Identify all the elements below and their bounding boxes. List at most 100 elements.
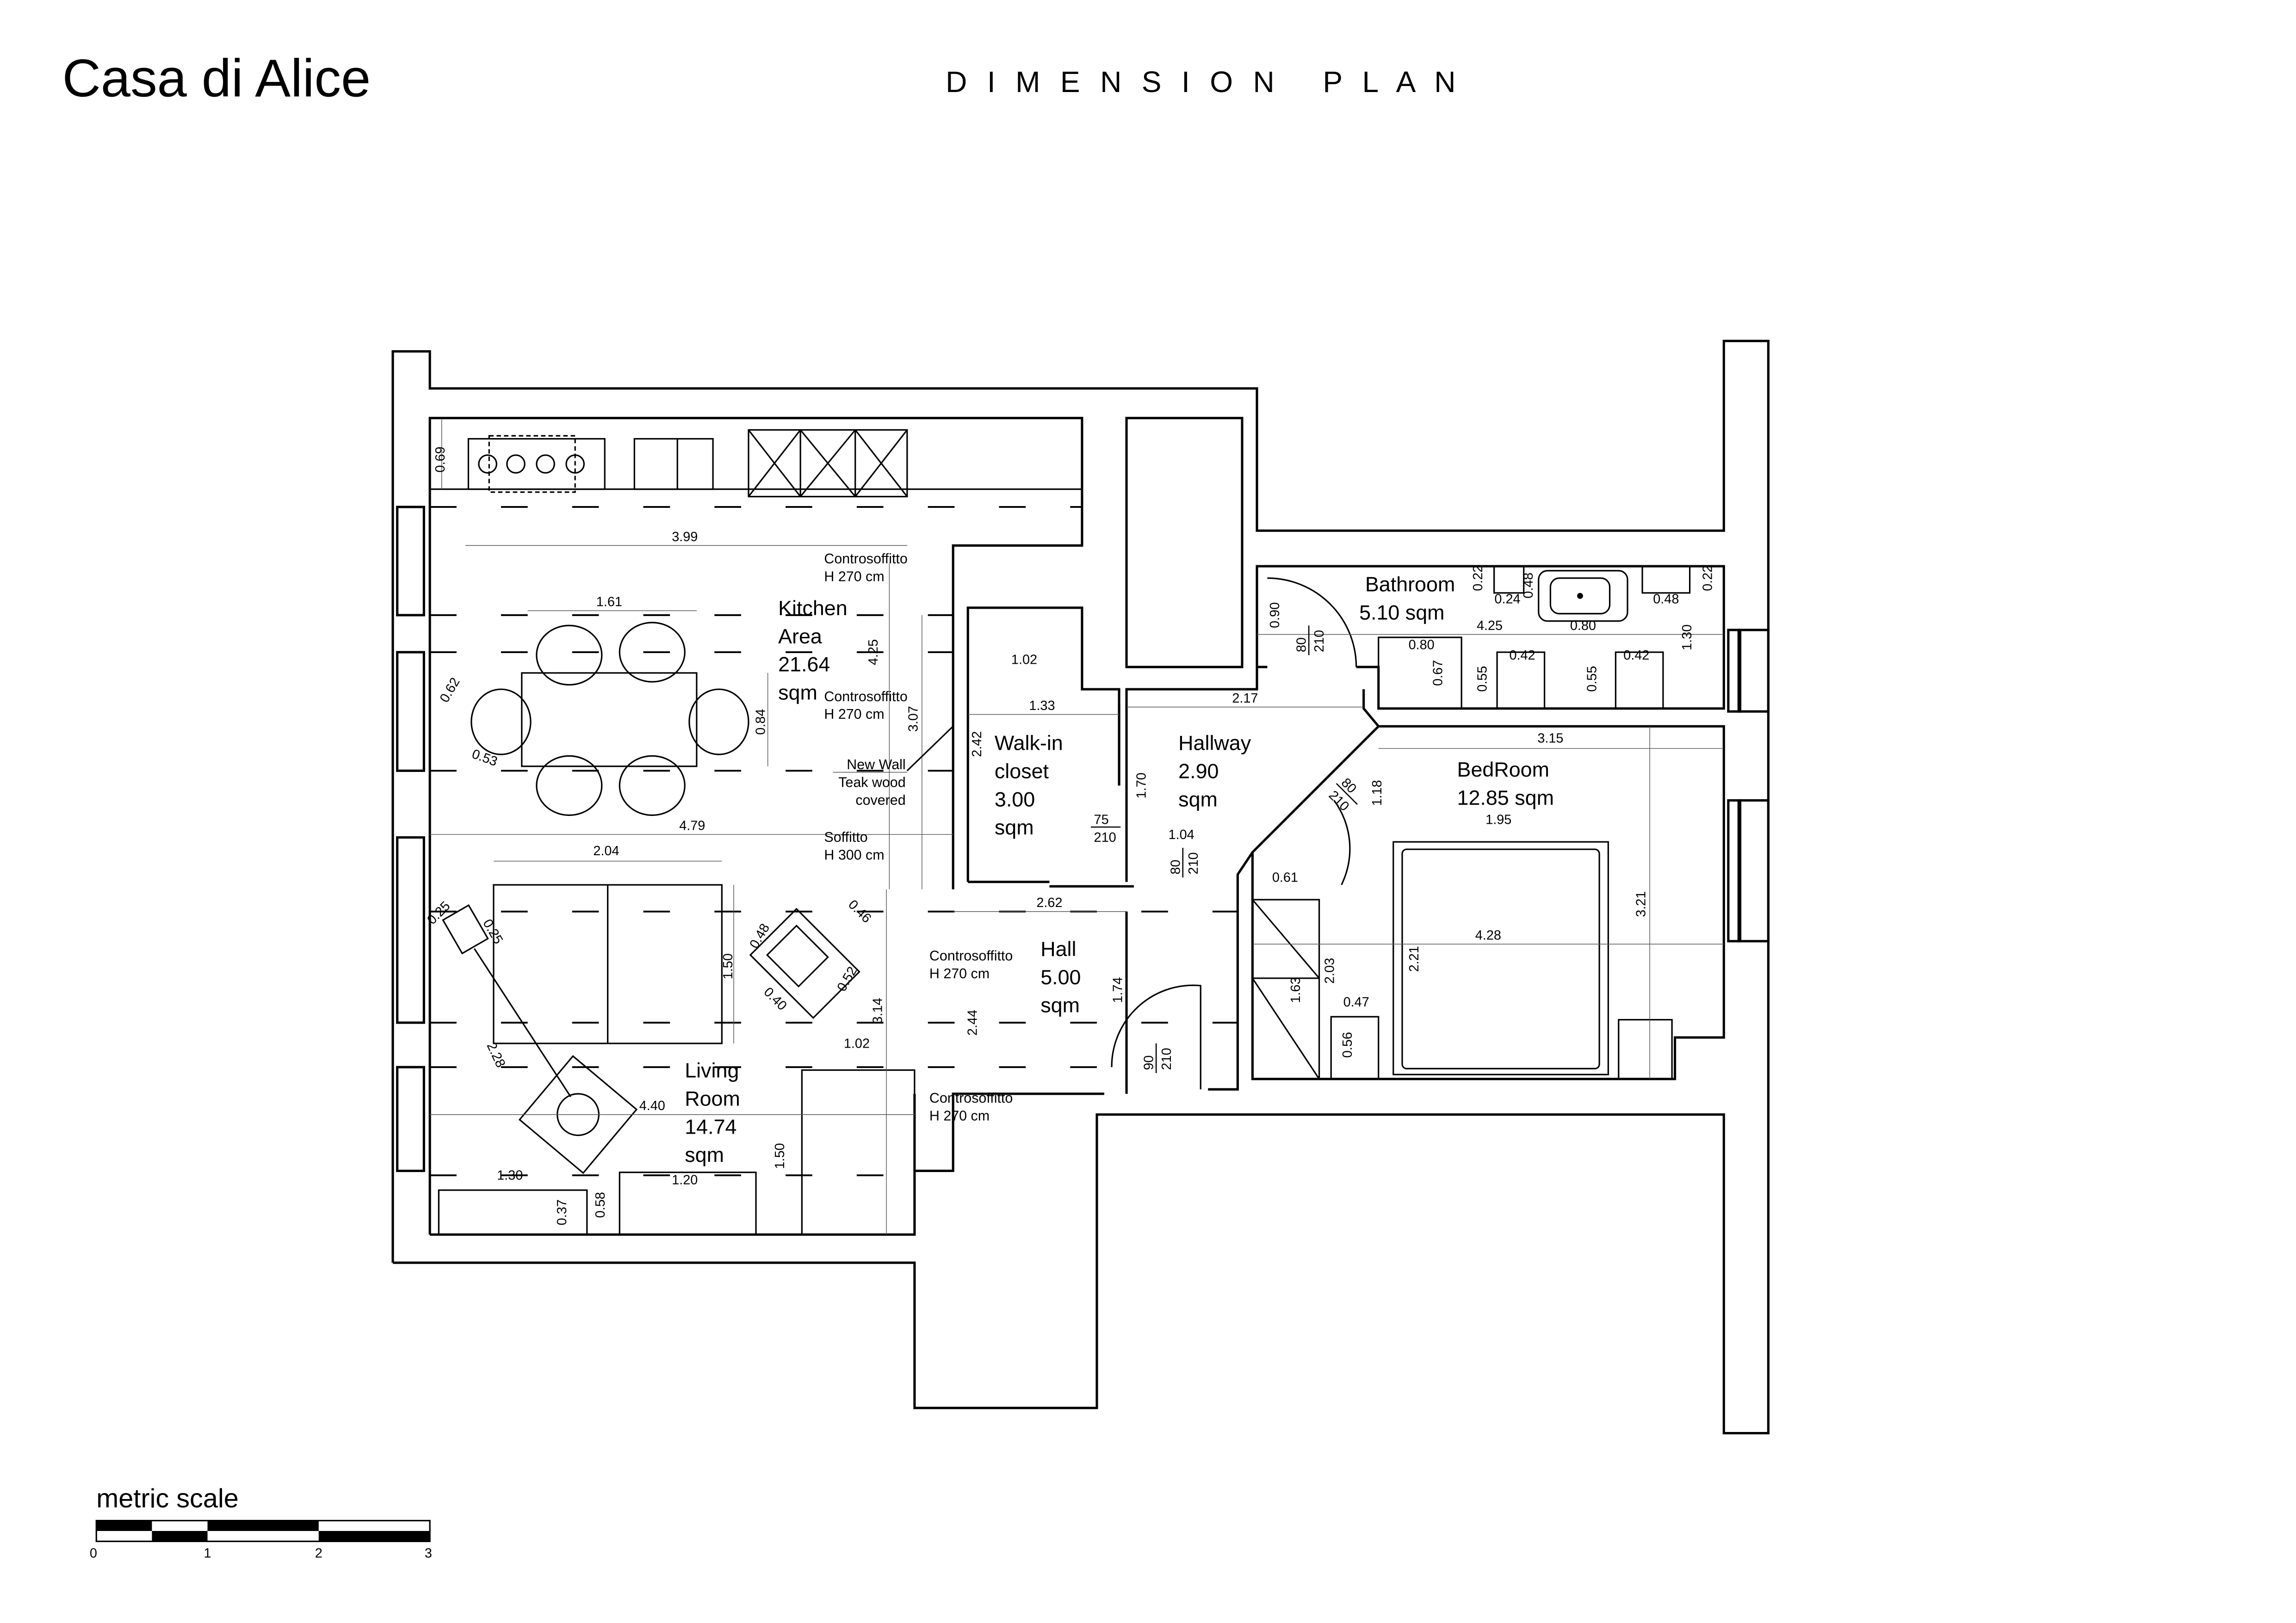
wardrobe [1251, 899, 1320, 1080]
dimension-label: 2.04 [593, 844, 619, 858]
living-furniture [438, 884, 916, 1235]
dimension-label: 1.95 [1485, 813, 1511, 827]
dimension-lines [430, 420, 1724, 1235]
dining-chairs [470, 622, 749, 816]
dimension-label: 0.42 [1509, 648, 1535, 663]
nightstand [1618, 1019, 1673, 1080]
dimension-label: 4.40 [639, 1098, 665, 1113]
dimension-label: 0.80 [1409, 638, 1435, 653]
dimension-label: 2.03 [1323, 958, 1337, 984]
dimension-label: 3.14 [870, 998, 885, 1024]
dimension-label: 1.30 [497, 1168, 523, 1183]
kitchen-furniture [430, 429, 1082, 816]
sideboard [619, 1172, 757, 1235]
dimension-label: 0.22 [1471, 565, 1485, 591]
low-cabinet [438, 1189, 588, 1235]
dimension-label: 0.58 [593, 1192, 608, 1218]
kitchen-cabinets [748, 429, 908, 498]
scale-tick: 1 [204, 1546, 211, 1561]
dimension-label: 1.50 [773, 1143, 787, 1169]
dimension-label: 0.56 [1340, 1032, 1355, 1058]
dimension-label: 3.99 [672, 530, 698, 544]
dimension-label: 4.79 [679, 819, 705, 833]
dimension-label: 0.62 [437, 675, 463, 705]
dimension-label: 0.55 [1475, 666, 1490, 692]
dimension-label: 0.67 [1430, 660, 1445, 686]
door-width: 80 [1294, 637, 1309, 652]
door-height: 210 [1186, 852, 1201, 875]
storage-unit [801, 1069, 916, 1235]
dimension-label: 1.04 [1169, 827, 1194, 842]
ceiling-lines [430, 506, 1238, 1177]
dimension-label: 0.90 [1268, 602, 1282, 628]
dimension-label: 3.21 [1634, 891, 1648, 917]
dimension-label: 4.25 [1477, 618, 1503, 633]
double-bed [1392, 841, 1609, 1075]
dimension-label: 0.55 [1585, 666, 1600, 692]
washbasin [1538, 570, 1628, 622]
dimension-label: 3.15 [1537, 731, 1563, 746]
dimension-label: 0.53 [470, 747, 500, 769]
dimension-label: 1.74 [1110, 977, 1125, 1003]
dimension-label: 0.47 [1343, 995, 1369, 1010]
door-width: 90 [1142, 1055, 1157, 1070]
burner [478, 454, 497, 474]
scale-label: metric scale [96, 1484, 239, 1513]
dimension-label: 1.02 [844, 1037, 870, 1051]
round-side-table [518, 1055, 638, 1174]
door-height: 210 [1312, 630, 1327, 652]
dimension-label: 0.24 [1494, 592, 1520, 606]
dimension-label: 2.28 [484, 1040, 508, 1070]
dimension-label: 1.02 [1011, 653, 1037, 667]
dimension-label: 1.18 [1370, 780, 1385, 806]
dimension-label: 2.42 [970, 731, 984, 757]
bath-cabinet [1378, 636, 1462, 710]
scale-tick: 2 [315, 1546, 322, 1561]
dimension-label: 0.42 [1623, 648, 1649, 663]
drawing-title: Casa di Alice [62, 49, 371, 108]
bath-bed-furniture [1251, 565, 1691, 1080]
dimension-label: 1.63 [1288, 977, 1303, 1003]
scale-tick: 0 [90, 1546, 97, 1561]
dimension-label: 4.28 [1475, 928, 1501, 943]
dimension-label: 2.44 [965, 1010, 980, 1036]
dimension-label: 0.48 [1653, 592, 1679, 606]
dimension-label: 0.37 [555, 1199, 569, 1225]
dimension-label: 0.84 [753, 709, 768, 735]
dimension-label: 0.22 [1701, 565, 1715, 591]
dimension-label: 0.48 [1521, 573, 1536, 599]
dimension-label: 2.21 [1407, 946, 1422, 972]
dimension-label: 2.62 [1036, 895, 1062, 910]
metric-scale: metric scale 0 1 2 3 [90, 1484, 432, 1561]
dimension-label: 1.20 [672, 1173, 698, 1187]
dimension-label: 4.25 [866, 639, 881, 665]
dimension-label: 1.70 [1134, 772, 1149, 798]
dimension-label: 1.30 [1680, 624, 1695, 650]
scale-tick: 3 [425, 1546, 432, 1561]
door-height: 210 [1094, 830, 1116, 845]
dimension-label: 2.17 [1232, 691, 1258, 706]
dimension-label: 1.50 [721, 953, 736, 979]
